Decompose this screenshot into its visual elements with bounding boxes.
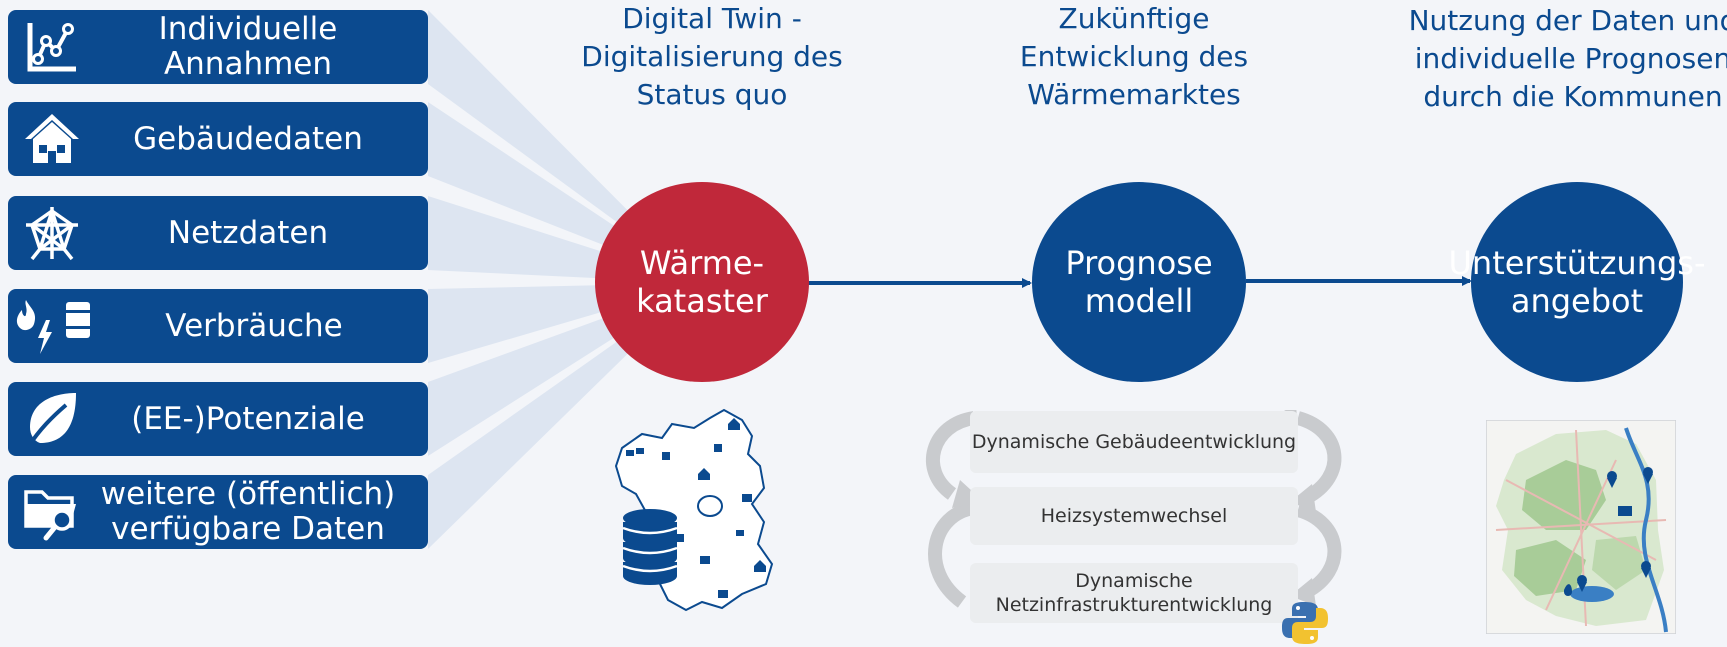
node-unterstuetzungsangebot: Unterstützungs- angebot xyxy=(1448,182,1706,382)
folder-search-icon xyxy=(20,480,84,544)
input-weitere-daten: weitere (öffentlich) verfügbare Daten xyxy=(8,475,428,549)
node-label: Prognose modell xyxy=(1065,244,1213,320)
cycle-step-heizsystemwechsel: Heizsystemwechsel xyxy=(970,487,1298,545)
input-ee-potenziale: (EE-)Potenziale xyxy=(8,382,428,456)
fire-bolt-barrel-icon xyxy=(12,294,96,358)
input-gebaeudedaten: Gebäudedaten xyxy=(8,102,428,176)
city-map-icon xyxy=(1486,420,1676,634)
leaf-icon xyxy=(20,387,84,451)
input-label: Individuelle Annahmen xyxy=(158,11,338,82)
network-icon xyxy=(20,201,84,265)
input-netzdaten: Netzdaten xyxy=(8,196,428,270)
node-label: Wärme- kataster xyxy=(636,244,768,320)
heading-nutzung-der-daten: Nutzung der Daten und individuelle Progn… xyxy=(1408,4,1727,113)
map-database-icon xyxy=(614,408,774,612)
line-chart-icon xyxy=(20,15,84,79)
input-verbraeuche: Verbräuche xyxy=(8,289,428,363)
heading-digital-twin: Digital Twin - Digitalisierung des Statu… xyxy=(581,2,843,111)
python-icon xyxy=(1282,602,1328,644)
node-prognosemodell: Prognose modell xyxy=(1032,182,1246,382)
node-label: Unterstützungs- angebot xyxy=(1448,244,1706,320)
cycle-step-netzinfrastruktur: Dynamische Netzinfrastrukturentwicklung xyxy=(970,563,1298,623)
input-label: Netzdaten xyxy=(167,214,329,251)
node-waermekataster: Wärme- kataster xyxy=(595,182,809,382)
cycle-step-gebaeudeentwicklung: Dynamische Gebäudeentwicklung xyxy=(970,411,1298,473)
house-icon xyxy=(20,107,84,171)
input-label: Verbräuche xyxy=(165,307,343,344)
heading-zukuenftige-entwicklung: Zukünftige Entwicklung des Wärmemarktes xyxy=(1019,2,1249,111)
input-label: weitere (öffentlich) verfügbare Daten xyxy=(100,476,396,547)
input-label: (EE-)Potenziale xyxy=(131,400,365,437)
input-label: Gebäudedaten xyxy=(133,120,363,157)
input-individuelle-annahmen: Individuelle Annahmen xyxy=(8,10,428,84)
